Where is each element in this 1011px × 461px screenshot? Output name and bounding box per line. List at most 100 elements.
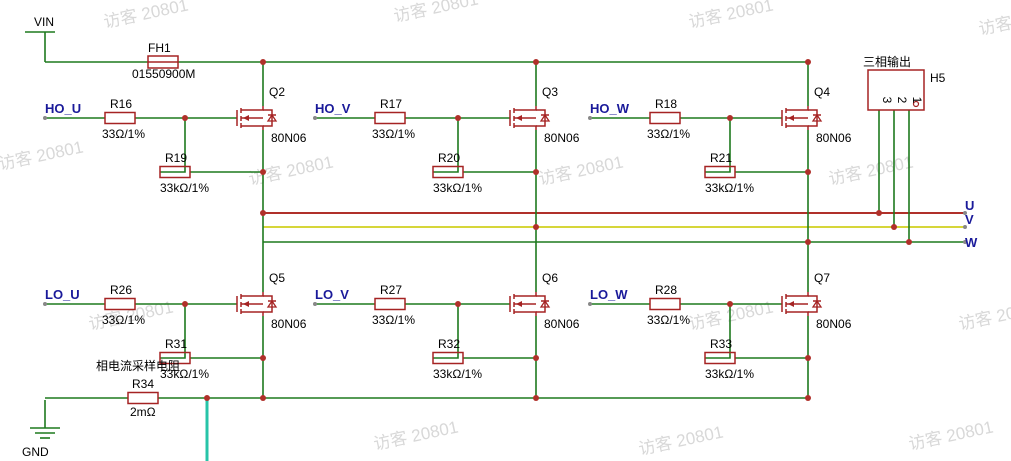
pulldown-resistor-ref: R32: [438, 337, 460, 351]
fuse-ref: FH1: [148, 41, 171, 55]
body-arrow: [788, 301, 794, 307]
watermark-text: 访客 20801: [907, 417, 995, 453]
body-arrow: [243, 301, 249, 307]
net-label: HO_W: [590, 101, 630, 116]
watermark-text: 访客 20801: [0, 137, 85, 173]
drain-lead: [514, 106, 537, 111]
source-junction: [805, 355, 811, 361]
pulldown-wire: [705, 118, 731, 173]
phase-output-junction: [260, 210, 266, 216]
net-endpoint: [588, 302, 592, 306]
drain-lead: [786, 292, 809, 297]
mosfet-ref: Q6: [542, 271, 558, 285]
source-lead: [514, 125, 537, 130]
connector-pin-number: 1: [910, 97, 924, 104]
pulldown-resistor-value: 33kΩ/1%: [433, 181, 482, 195]
pulldown-resistor-ref: R20: [438, 151, 460, 165]
watermark-text: 访客 20801: [102, 0, 190, 32]
drain-lead: [786, 106, 809, 111]
output-label-W: W: [965, 235, 978, 250]
pulldown-resistor-symbol: [432, 351, 464, 365]
mosfet-part: 80N06: [271, 131, 307, 145]
shunt-caption: 相电流采样电阻: [96, 358, 180, 373]
source-junction: [533, 169, 539, 175]
net-label: HO_U: [45, 101, 81, 116]
diode-lead: [536, 109, 546, 127]
mosfet-Q3: [509, 106, 551, 130]
watermark-text: 访客 20801: [247, 152, 335, 188]
mosfet-Q7: [781, 292, 823, 316]
mosfet-part: 80N06: [544, 131, 580, 145]
gate-resistor-value: 33Ω/1%: [102, 313, 145, 327]
gnd-junction: [805, 395, 811, 401]
mosfet-Q2: [236, 106, 278, 130]
mosfet-part: 80N06: [271, 317, 307, 331]
mosfet-Q4: [781, 106, 823, 130]
diode-triangle: [811, 299, 823, 308]
source-junction: [533, 355, 539, 361]
pulldown-resistor-value: 33kΩ/1%: [705, 367, 754, 381]
diode-lead: [263, 109, 273, 127]
pulldown-resistor-ref: R21: [710, 151, 732, 165]
pulldown-resistor-symbol: [704, 351, 736, 365]
source-lead: [241, 311, 264, 316]
net-label: LO_U: [45, 287, 80, 302]
connector-junction: [876, 210, 882, 216]
diode-lead: [808, 295, 818, 313]
watermark-text: 访客 20801: [637, 422, 725, 458]
net-endpoint: [313, 116, 317, 120]
output-label-U: U: [965, 198, 974, 213]
gnd-label: GND: [22, 445, 49, 459]
gate-resistor-ref: R27: [380, 283, 402, 297]
diode-triangle: [266, 113, 278, 122]
diode-triangle: [539, 299, 551, 308]
gate-junction: [727, 301, 733, 307]
mosfet-Q6: [509, 292, 551, 316]
diode-lead: [808, 109, 818, 127]
mosfet-ref: Q3: [542, 85, 558, 99]
source-junction: [260, 169, 266, 175]
pulldown-wire: [160, 118, 186, 173]
pulldown-wire: [160, 304, 186, 359]
shunt-ref: R34: [132, 377, 154, 391]
output-endpoint: [963, 240, 967, 244]
pulldown-wire: [433, 304, 459, 359]
connector-body: [867, 69, 925, 111]
component-layer: [43, 55, 967, 405]
phase-output-junction: [533, 224, 539, 230]
watermark-text: 访客 20801: [687, 0, 775, 32]
net-label: LO_V: [315, 287, 349, 302]
connector-pin-number: 2: [895, 97, 909, 104]
gate-junction: [455, 115, 461, 121]
output-label-V: V: [965, 212, 974, 227]
pulldown-wire: [705, 304, 731, 359]
watermark-text: 访客 20801: [537, 152, 625, 188]
pulldown-resistor-ref: R19: [165, 151, 187, 165]
gate-junction: [727, 115, 733, 121]
pulldown-resistor-ref: R31: [165, 337, 187, 351]
gate-resistor-ref: R17: [380, 97, 402, 111]
gate-resistor-symbol: [104, 297, 136, 311]
gate-resistor-symbol: [104, 111, 136, 125]
body-arrow: [243, 115, 249, 121]
mosfet-ref: Q7: [814, 271, 830, 285]
pulldown-resistor-symbol: [159, 351, 191, 365]
gate-junction: [455, 301, 461, 307]
gate-resistor-symbol: [649, 111, 681, 125]
vin-label: VIN: [34, 15, 54, 29]
source-lead: [786, 311, 809, 316]
label-layer: VINFH101550900MGNDR342mΩ相电流采样电阻UVW三相输出H5…: [22, 15, 978, 459]
pulldown-resistor-value: 33kΩ/1%: [160, 367, 209, 381]
pulldown-resistor-symbol: [432, 165, 464, 179]
gate-resistor-symbol: [649, 297, 681, 311]
mosfet-part: 80N06: [816, 317, 852, 331]
net-label: LO_W: [590, 287, 628, 302]
gate-resistor-value: 33Ω/1%: [647, 313, 690, 327]
gnd-junction: [260, 395, 266, 401]
gate-resistor-value: 33Ω/1%: [102, 127, 145, 141]
net-label: HO_V: [315, 101, 351, 116]
pulldown-resistor-ref: R33: [710, 337, 732, 351]
net-endpoint: [43, 302, 47, 306]
gate-resistor-ref: R28: [655, 283, 677, 297]
